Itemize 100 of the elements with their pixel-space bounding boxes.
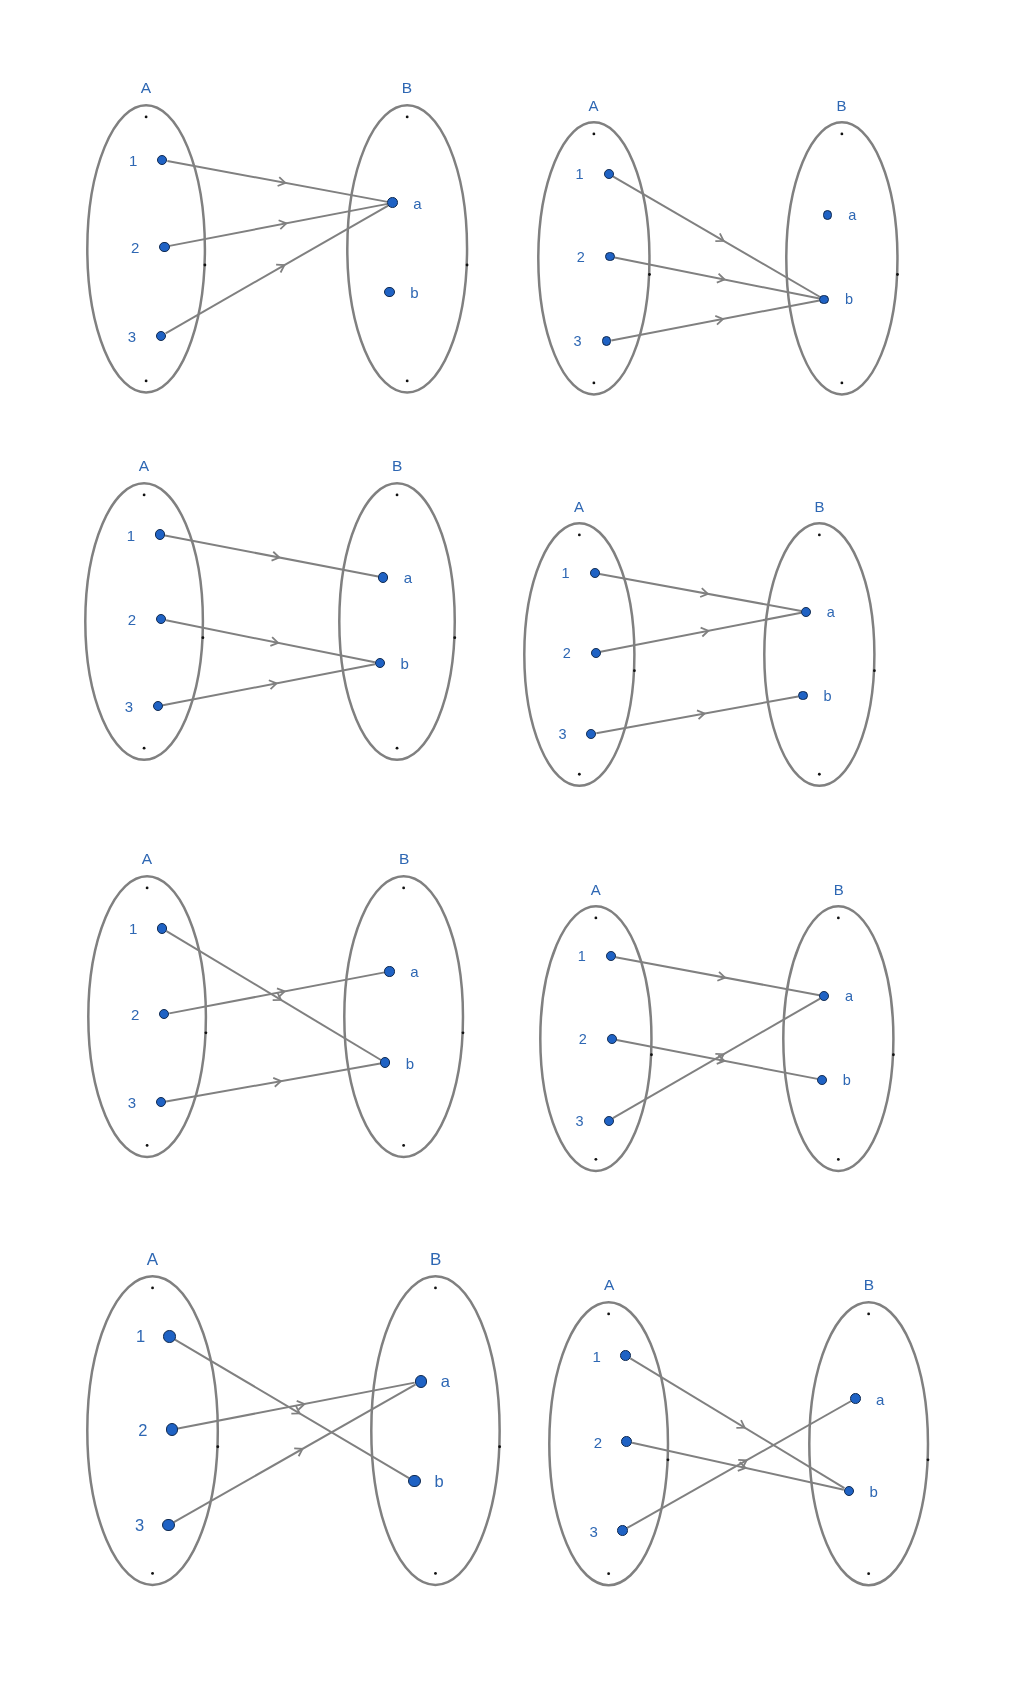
set-label: B (391, 458, 403, 474)
arrow (168, 202, 389, 247)
point-dot (155, 614, 167, 625)
point-dot (819, 294, 830, 305)
point-label: 3 (127, 1094, 137, 1110)
set-label: B (836, 97, 847, 113)
point-label: 3 (134, 1517, 145, 1534)
point-label: 1 (128, 152, 138, 168)
point-dot (801, 606, 811, 617)
arrow (176, 1381, 416, 1430)
point-dot (414, 1375, 427, 1388)
arrow (615, 1038, 819, 1080)
point-dot (586, 729, 597, 740)
point-label: 1 (128, 920, 138, 936)
point-label: 2 (131, 239, 140, 255)
point-dot (606, 1034, 617, 1044)
arrow (610, 299, 821, 342)
arrow (164, 204, 390, 335)
arrow (164, 534, 380, 578)
point-label: 2 (131, 1006, 140, 1022)
set-label: B (401, 80, 412, 96)
point-label: 3 (575, 1113, 584, 1128)
arrow (168, 971, 386, 1015)
point-dot (620, 1350, 632, 1361)
point-label: 2 (576, 249, 585, 264)
arrow (172, 1383, 417, 1524)
point-dot (843, 1485, 855, 1497)
point-dot (408, 1475, 421, 1488)
point-label: 1 (561, 565, 570, 581)
point-dot (165, 1423, 178, 1436)
arrow (613, 256, 821, 300)
point-dot (822, 209, 833, 220)
point-label: a (403, 569, 413, 585)
point-label: 3 (127, 328, 137, 344)
point-label: a (440, 1373, 451, 1390)
point-label: 1 (592, 1348, 601, 1364)
point-dot (617, 1525, 628, 1536)
arrow (599, 611, 803, 653)
point-dot (156, 923, 168, 934)
point-label: b (869, 1483, 878, 1499)
point-label: 1 (577, 949, 586, 964)
point-dot (819, 991, 830, 1001)
arrow (629, 1357, 846, 1490)
point-label: a (826, 604, 835, 620)
arrow (614, 956, 821, 997)
point-label: 1 (126, 527, 136, 543)
point-label: 3 (124, 698, 133, 714)
point-dot (621, 1436, 633, 1447)
point-dot (155, 1097, 167, 1108)
set-label: A (574, 498, 585, 514)
set-label: A (588, 97, 599, 113)
point-label: a (848, 207, 857, 222)
point-label: 2 (593, 1434, 603, 1450)
point-label: 2 (578, 1031, 587, 1047)
point-dot (817, 1074, 828, 1085)
point-label: a (410, 963, 419, 979)
arrow (595, 695, 800, 735)
set-label: A (138, 458, 149, 474)
set-label: A (603, 1277, 615, 1293)
set-label: A (590, 881, 601, 897)
point-dot (384, 966, 395, 977)
point-dot (603, 1115, 614, 1126)
point-dot (163, 1330, 176, 1343)
point-dot (378, 572, 389, 583)
point-label: 3 (589, 1523, 598, 1539)
arrow (626, 1400, 852, 1529)
arrow (611, 175, 822, 298)
set-label: B (398, 850, 410, 867)
point-dot (156, 154, 168, 166)
point-label: 1 (136, 1328, 146, 1345)
point-label: 3 (573, 334, 582, 349)
point-dot (158, 241, 170, 253)
point-label: b (842, 1072, 851, 1088)
set-label: B (833, 881, 844, 897)
arrow (165, 1062, 382, 1103)
set-label: B (863, 1277, 875, 1293)
arrow (173, 1338, 410, 1480)
point-label: a (845, 988, 854, 1004)
set-label: B (430, 1250, 442, 1268)
set-label: A (140, 80, 152, 96)
point-label: b (823, 688, 832, 703)
point-label: 3 (558, 726, 567, 742)
arrow (631, 1441, 845, 1491)
arrow (166, 159, 389, 203)
point-label: a (413, 195, 422, 211)
point-dot (797, 690, 808, 701)
point-label: b (845, 292, 854, 307)
point-dot (850, 1393, 861, 1404)
arrow (598, 573, 803, 612)
point-dot (154, 529, 166, 540)
point-dot (387, 197, 399, 209)
arrow (165, 619, 376, 664)
arrow (165, 930, 382, 1061)
point-dot (384, 286, 395, 298)
point-dot (155, 330, 167, 342)
point-dot (380, 1057, 391, 1068)
point-dot (159, 1009, 170, 1020)
set-label: A (141, 850, 153, 867)
arrow (161, 663, 376, 707)
point-dot (603, 168, 614, 179)
